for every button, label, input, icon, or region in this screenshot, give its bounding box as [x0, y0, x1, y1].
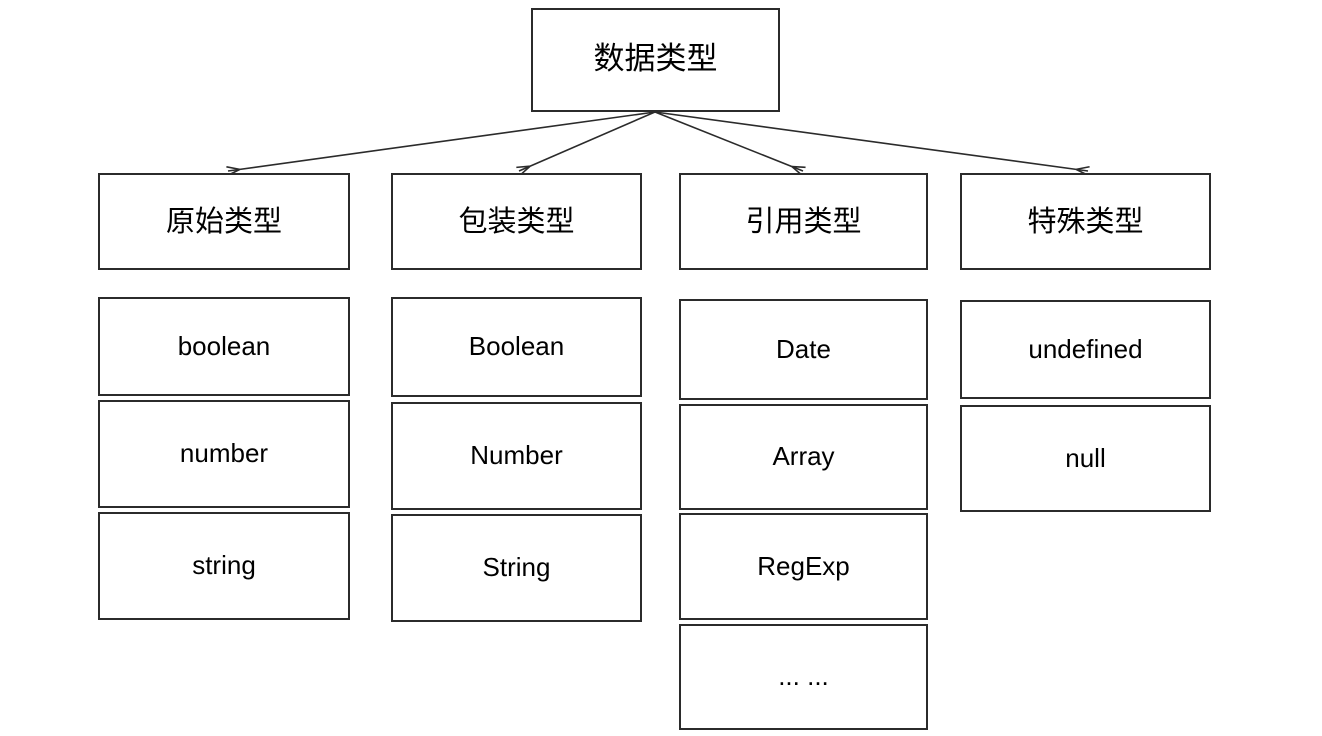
leaf-node-number-wrapper[interactable]: Number [391, 402, 642, 510]
category-node-label: 原始类型 [165, 204, 282, 239]
category-node-label: 包装类型 [458, 204, 575, 239]
leaf-node-label: Number [470, 440, 563, 471]
leaf-node-null[interactable]: null [960, 405, 1211, 512]
edge-root-to-primitive [228, 111, 656, 171]
leaf-node-label: Date [776, 333, 831, 364]
root-node-label: 数据类型 [593, 41, 718, 78]
leaf-node-label: Array [772, 441, 835, 472]
leaf-node-label: number [179, 438, 269, 469]
category-node-wrapper-type[interactable]: 包装类型 [391, 173, 642, 270]
edge-root-to-wrapper [519, 111, 656, 171]
leaf-node-label: null [1065, 442, 1106, 473]
leaf-node-label: undefined [1028, 333, 1143, 364]
leaf-node-boolean[interactable]: boolean [98, 297, 350, 396]
category-node-reference-type[interactable]: 引用类型 [679, 173, 928, 270]
leaf-node-label: RegExp [757, 550, 850, 581]
leaf-node-label: ... ... [778, 661, 829, 692]
leaf-node-regexp[interactable]: RegExp [679, 513, 928, 620]
leaf-node-date[interactable]: Date [679, 299, 928, 400]
edge-root-to-special [654, 111, 1088, 171]
edge-root-to-reference [654, 111, 803, 171]
category-node-special-type[interactable]: 特殊类型 [960, 173, 1211, 270]
leaf-node-label: String [482, 552, 551, 583]
root-node-data-type[interactable]: 数据类型 [531, 8, 780, 112]
leaf-node-array[interactable]: Array [679, 404, 928, 510]
category-node-label: 特殊类型 [1027, 204, 1144, 239]
category-node-label: 引用类型 [745, 204, 862, 239]
leaf-node-string-wrapper[interactable]: String [391, 514, 642, 622]
leaf-node-string[interactable]: string [98, 512, 350, 620]
leaf-node-ellipsis[interactable]: ... ... [679, 624, 928, 730]
leaf-node-number[interactable]: number [98, 400, 350, 508]
leaf-node-label: boolean [177, 330, 271, 361]
leaf-node-boolean-wrapper[interactable]: Boolean [391, 297, 642, 397]
category-node-primitive-type[interactable]: 原始类型 [98, 173, 350, 270]
leaf-node-label: Boolean [468, 331, 565, 362]
leaf-node-undefined[interactable]: undefined [960, 300, 1211, 399]
leaf-node-label: string [192, 550, 256, 581]
